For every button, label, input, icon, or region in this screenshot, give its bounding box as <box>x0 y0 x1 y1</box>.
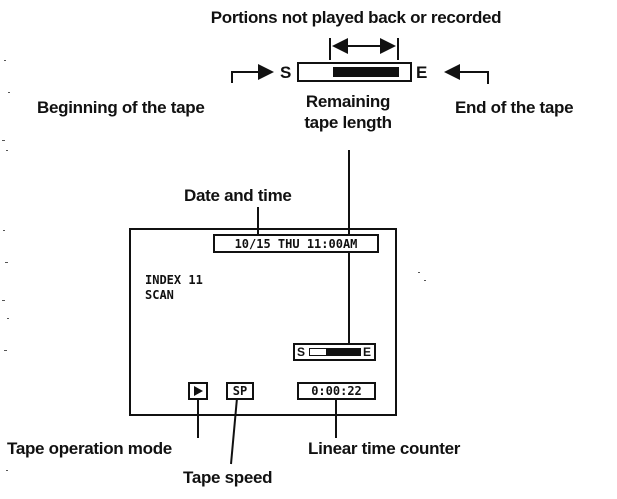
screen-mini-tape-indicator: S E <box>293 343 376 361</box>
portions-not-played-label: Portions not played back or recorded <box>210 8 502 27</box>
screen-counter: 0:00:22 <box>311 384 362 398</box>
date-and-time-label: Date and time <box>184 186 292 205</box>
screen-index-line: INDEX 11 <box>145 273 203 287</box>
tape-position-bar-fill <box>333 67 399 77</box>
screen-datetime-box: 10/15 THU 11:00AM <box>213 234 379 253</box>
screen-speed-box: SP <box>226 382 254 400</box>
screen-mini-start: S <box>297 345 306 359</box>
beginning-of-tape-label: Beginning of the tape <box>37 98 205 117</box>
tape-position-bar <box>297 62 412 82</box>
indicator-start-letter: S <box>280 63 292 82</box>
scan-noise <box>2 60 426 471</box>
speed-leader-line <box>230 397 238 465</box>
end-of-tape-label: End of the tape <box>455 98 574 117</box>
linear-time-counter-label: Linear time counter <box>308 439 461 458</box>
unplayed-bracket <box>329 38 399 60</box>
play-icon <box>194 386 203 396</box>
screen-frame <box>129 228 397 416</box>
indicator-end-letter: E <box>416 63 428 82</box>
screen-scan-line: SCAN <box>145 288 174 302</box>
remaining-tape-label-line2: tape length <box>304 113 392 132</box>
tape-operation-mode-label: Tape operation mode <box>7 439 172 458</box>
remaining-tape-label-line1: Remaining <box>305 92 391 111</box>
screen-counter-box: 0:00:22 <box>297 382 376 400</box>
end-arrow <box>444 64 489 84</box>
screen-mini-end: E <box>363 345 372 359</box>
screen-mini-bar-outline <box>309 348 361 356</box>
screen-mode-box <box>188 382 208 400</box>
screen-mini-bar-fill <box>326 349 360 355</box>
screen-datetime: 10/15 THU 11:00AM <box>234 236 358 251</box>
screen-speed: SP <box>232 384 248 398</box>
beginning-arrow <box>231 64 274 83</box>
tape-speed-label: Tape speed <box>183 468 273 487</box>
